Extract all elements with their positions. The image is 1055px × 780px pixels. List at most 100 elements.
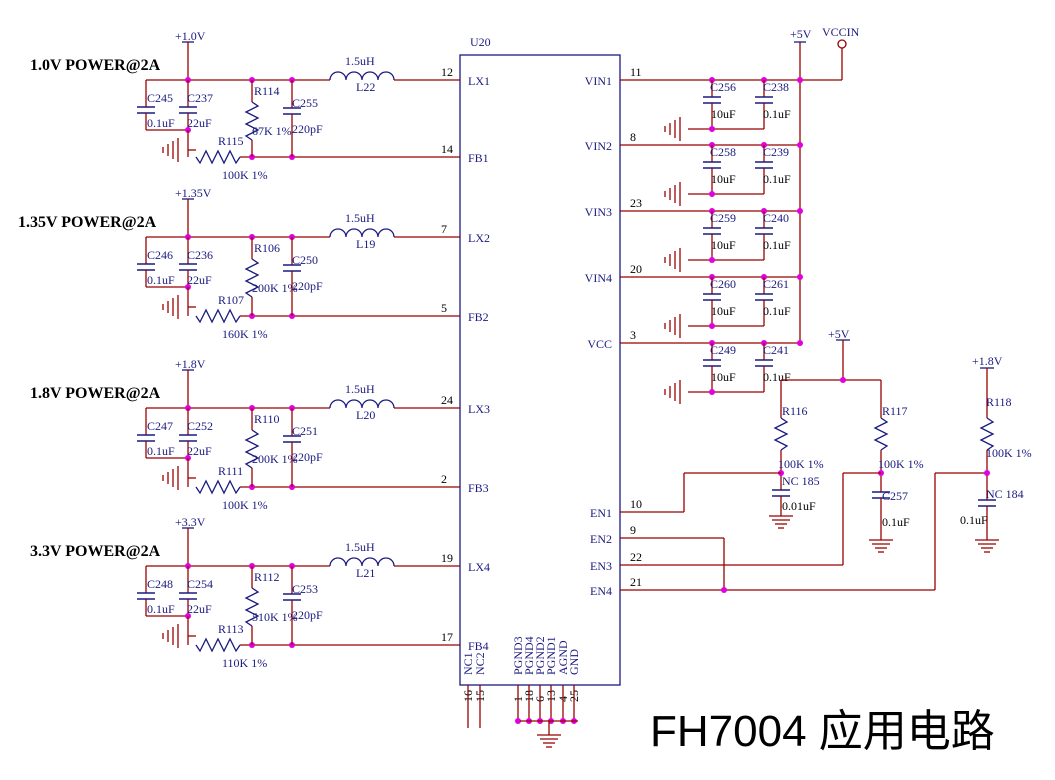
cap-ref: C249 xyxy=(710,343,736,357)
nc184-val: 0.1uF xyxy=(960,513,988,527)
c257-val: 0.1uF xyxy=(882,515,910,529)
pin-name-lx4: LX4 xyxy=(468,560,490,574)
resistor-value: 200K 1% xyxy=(252,281,298,295)
rail-label: +1.35V xyxy=(175,186,212,200)
inductor-value: 1.5uH xyxy=(345,540,375,554)
capacitor xyxy=(178,263,198,271)
lx-pin-num: 12 xyxy=(441,65,453,79)
pin-name-en1: EN1 xyxy=(590,506,612,520)
cap-value: 10uF xyxy=(711,107,736,121)
capacitor xyxy=(754,96,774,104)
nc185-val: 0.01uF xyxy=(782,499,816,513)
en-p18v-label: +1.8V xyxy=(972,354,1003,368)
cap-value: 10uF xyxy=(711,304,736,318)
junction-dot xyxy=(709,191,715,197)
ground-symbol xyxy=(162,623,179,649)
cap-ref: C259 xyxy=(710,211,736,225)
cap-value: 220pF xyxy=(292,608,323,622)
pin-name-fb3: FB3 xyxy=(468,481,489,495)
resistor xyxy=(195,637,241,653)
cap-value: 0.1uF xyxy=(147,116,175,130)
cap-value: 220pF xyxy=(292,122,323,136)
cap-value: 0.1uF xyxy=(763,238,791,252)
cap-value: 22uF xyxy=(187,273,212,287)
resistor-ref: R112 xyxy=(254,570,280,584)
r117-ref: R117 xyxy=(882,404,908,418)
cap-value: 0.1uF xyxy=(763,172,791,186)
cap-ref: C252 xyxy=(187,419,213,433)
junction-dot xyxy=(709,126,715,132)
capacitor xyxy=(754,293,774,301)
fb-pin-num: 17 xyxy=(441,630,453,644)
capacitor xyxy=(754,359,774,367)
inductor-ref: L19 xyxy=(356,237,375,251)
cap-ref: C238 xyxy=(763,80,789,94)
rail-label: +3.3V xyxy=(175,515,206,529)
fb-pin-num: 5 xyxy=(441,301,447,315)
inductor xyxy=(329,557,395,567)
pin-name-lx2: LX2 xyxy=(468,231,490,245)
pin-num-vin3: 23 xyxy=(630,196,642,210)
pin-name-lx3: LX3 xyxy=(468,402,490,416)
cap-value: 0.1uF xyxy=(147,602,175,616)
pin-name-fb1: FB1 xyxy=(468,151,489,165)
pin-name-pgnd3: PGND3 xyxy=(511,636,525,675)
pin-name-agnd: AGND xyxy=(556,640,570,675)
resistor xyxy=(244,101,260,141)
junction-dot xyxy=(797,142,803,148)
junction-dot xyxy=(797,274,803,280)
cap-ref: C240 xyxy=(763,211,789,225)
cap-value: 22uF xyxy=(187,602,212,616)
cap-value: 0.1uF xyxy=(763,107,791,121)
resistor-ref: R111 xyxy=(218,464,243,478)
vin-decoupling: +5V VCCIN C25610uFC2380.1uFC25810uFC2390… xyxy=(660,25,860,405)
ground-symbol xyxy=(664,379,681,405)
resistor xyxy=(195,308,241,324)
inductor-value: 1.5uH xyxy=(345,382,375,396)
resistor-value: 100K 1% xyxy=(222,498,268,512)
cap-ref: C256 xyxy=(710,80,736,94)
inductor xyxy=(329,228,395,238)
pin-name-vin1: VIN1 xyxy=(585,74,612,88)
junction-dot xyxy=(797,208,803,214)
cap-ref: C245 xyxy=(147,91,173,105)
cap-ref: C261 xyxy=(763,277,789,291)
rail-label: +1.8V xyxy=(175,357,206,371)
pin-name-nc1: NC1 xyxy=(461,652,475,675)
cap-ref: C253 xyxy=(292,582,318,596)
en-p5v-label: +5V xyxy=(828,327,850,341)
capacitor xyxy=(702,96,722,104)
inductor-value: 1.5uH xyxy=(345,211,375,225)
capacitor xyxy=(702,293,722,301)
cap-ref: C255 xyxy=(292,96,318,110)
cap-value: 0.1uF xyxy=(147,273,175,287)
pin-name-en3: EN3 xyxy=(590,559,612,573)
capacitor xyxy=(178,592,198,600)
diagram-title: FH7004 应用电路 xyxy=(650,707,995,756)
enable-network: +5V R116 100K 1% NC 185 0.01uF R117 100K… xyxy=(620,327,1032,593)
inductor-value: 1.5uH xyxy=(345,54,375,68)
cap-ref: C260 xyxy=(710,277,736,291)
cap-value: 10uF xyxy=(711,370,736,384)
resistor-value: 160K 1% xyxy=(222,327,268,341)
cap-ref: C236 xyxy=(187,248,213,262)
ground-symbol xyxy=(162,294,179,320)
p5v-label: +5V xyxy=(790,27,812,41)
pin-name-vin2: VIN2 xyxy=(585,139,612,153)
pin-name-en2: EN2 xyxy=(590,532,612,546)
inductor-ref: L22 xyxy=(356,80,375,94)
capacitor xyxy=(136,263,156,271)
capacitor xyxy=(702,359,722,367)
cap-ref: C247 xyxy=(147,419,173,433)
cap-value: 0.1uF xyxy=(763,304,791,318)
cap-value: 220pF xyxy=(292,450,323,464)
resistor xyxy=(244,429,260,469)
pin-name-pgnd4: PGND4 xyxy=(522,636,536,675)
cap-value: 22uF xyxy=(187,116,212,130)
capacitor xyxy=(754,161,774,169)
fb-pin-num: 14 xyxy=(441,142,453,156)
cap-value: 0.1uF xyxy=(147,444,175,458)
cap-value: 22uF xyxy=(187,444,212,458)
pin-name-pgnd1: PGND1 xyxy=(544,636,558,675)
